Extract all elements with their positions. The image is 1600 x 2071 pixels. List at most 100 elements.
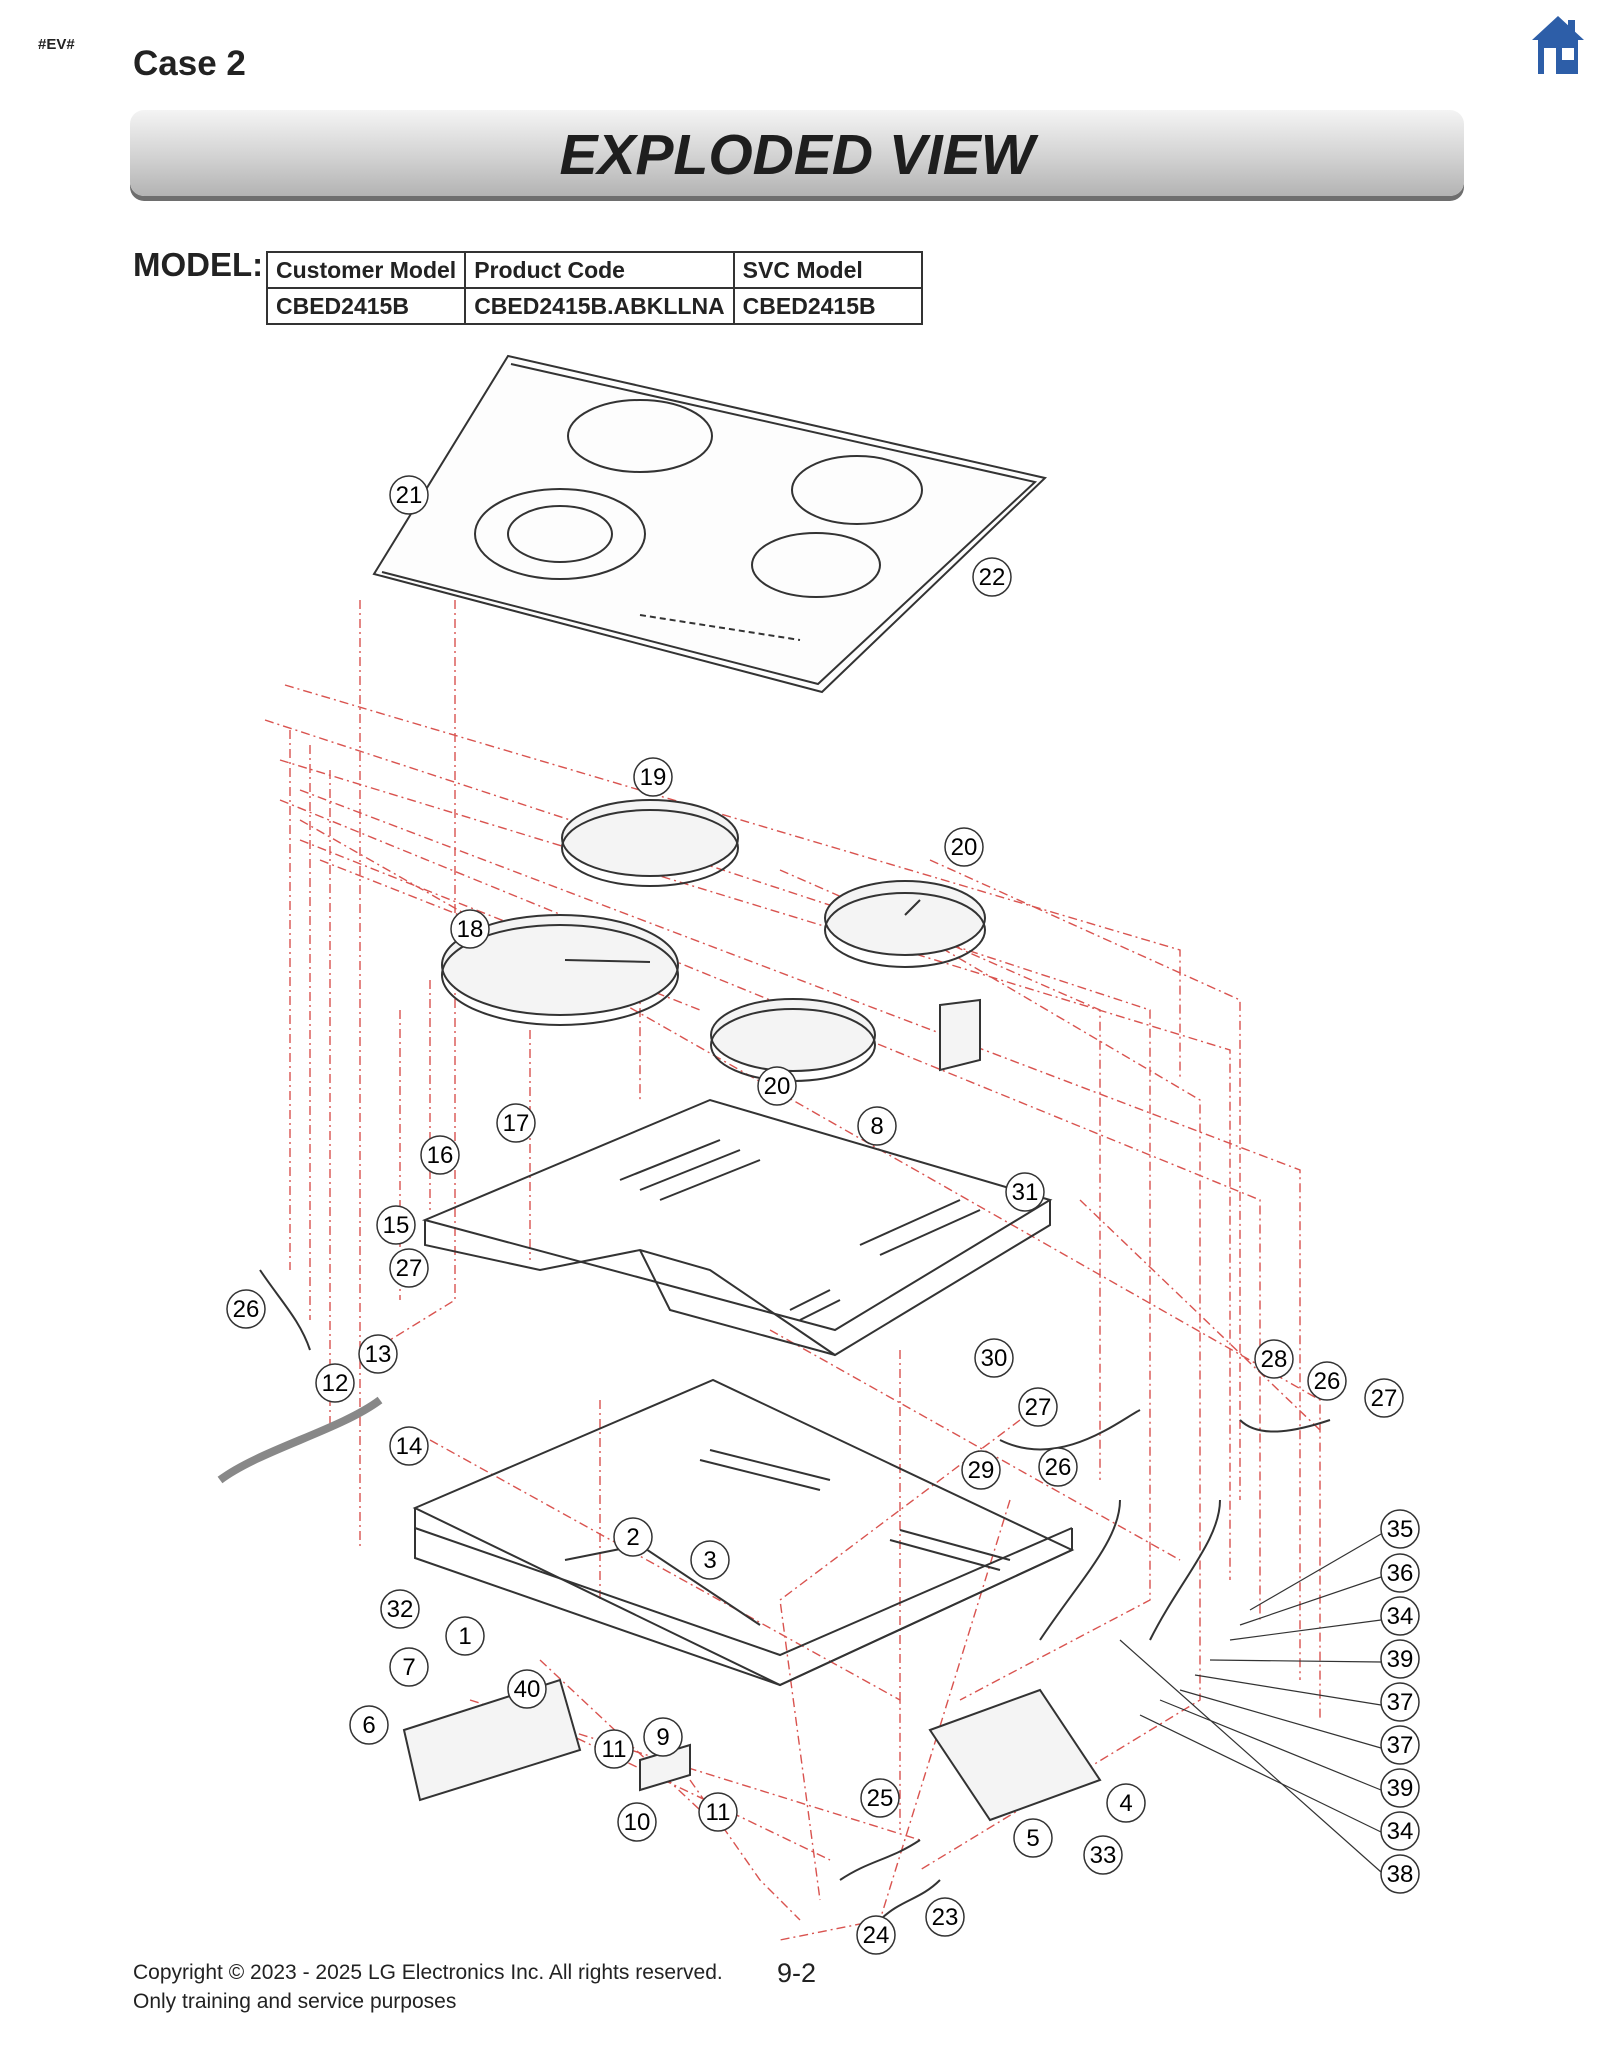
svg-text:30: 30 [981, 1345, 1008, 1372]
callout-bubble: 1 [445, 1616, 485, 1656]
svg-text:37: 37 [1387, 1732, 1414, 1759]
model-table-row: CBED2415B CBED2415B.ABKLLNA CBED2415B [265, 287, 923, 325]
svg-text:12: 12 [322, 1370, 349, 1397]
burner-ring-icon [567, 399, 713, 473]
svg-text:35: 35 [1387, 1516, 1414, 1543]
svg-text:1: 1 [458, 1623, 471, 1650]
callout-bubble: 5 [1013, 1818, 1053, 1858]
harness-and-board [217, 998, 1331, 1921]
svg-text:38: 38 [1387, 1861, 1414, 1888]
callout-bubble: 15 [376, 1205, 416, 1245]
title-banner: EXPLODED VIEW [130, 110, 1464, 196]
callout-bubble: 32 [380, 1589, 420, 1629]
table-header-cell: SVC Model [732, 251, 923, 289]
callout-bubble: 8 [857, 1106, 897, 1146]
callout-bubble: 36 [1380, 1553, 1420, 1593]
leader-lines [1119, 1533, 1382, 1873]
page-number: 9-2 [777, 1958, 817, 1988]
home-icon[interactable] [1530, 14, 1586, 76]
callout-bubble: 9 [643, 1717, 683, 1757]
svg-text:6: 6 [362, 1712, 375, 1739]
svg-text:11: 11 [706, 1799, 731, 1826]
callout-bubble: 29 [961, 1450, 1001, 1490]
svg-text:19: 19 [640, 764, 667, 791]
svg-text:2: 2 [626, 1524, 639, 1551]
svg-text:10: 10 [624, 1809, 651, 1836]
callout-bubble: 13 [358, 1334, 398, 1374]
svg-text:5: 5 [1026, 1825, 1039, 1852]
callout-bubble: 3 [690, 1540, 730, 1580]
svg-text:24: 24 [863, 1922, 890, 1949]
callout-bubble: 21 [389, 475, 429, 515]
callout-bubble: 37 [1380, 1682, 1420, 1722]
callout-bubble: 4 [1106, 1783, 1146, 1823]
callout-bubble: 31 [1005, 1172, 1045, 1212]
svg-text:17: 17 [503, 1110, 530, 1137]
table-cell: CBED2415B.ABKLLNA [464, 287, 735, 325]
callout-bubble: 39 [1380, 1768, 1420, 1808]
svg-text:16: 16 [427, 1142, 454, 1169]
callout-bubble: 38 [1380, 1854, 1420, 1894]
model-table: Customer Model Product Code SVC Model CB… [265, 251, 923, 325]
svg-text:26: 26 [1045, 1454, 1072, 1481]
usage-note: Only training and service purposes [133, 1990, 457, 2013]
table-cell: CBED2415B [265, 287, 467, 325]
heating-elements [441, 799, 986, 1082]
svg-text:37: 37 [1387, 1689, 1414, 1716]
callout-bubble: 25 [860, 1778, 900, 1818]
svg-text:27: 27 [1025, 1394, 1052, 1421]
callout-bubble: 27 [1018, 1387, 1058, 1427]
callout-bubble: 20 [944, 827, 984, 867]
table-header-cell: Customer Model [265, 251, 467, 289]
svg-text:26: 26 [1314, 1368, 1341, 1395]
callout-bubble: 30 [974, 1338, 1014, 1378]
callout-bubble: 23 [925, 1897, 965, 1937]
callout-bubble: 26 [1038, 1447, 1078, 1487]
svg-text:14: 14 [396, 1433, 423, 1460]
svg-text:33: 33 [1090, 1842, 1117, 1869]
svg-text:27: 27 [1371, 1385, 1398, 1412]
svg-text:40: 40 [514, 1676, 541, 1703]
callout-bubble: 14 [389, 1426, 429, 1466]
model-label: MODEL: [133, 246, 264, 283]
callout-bubble: 18 [450, 909, 490, 949]
callout-bubble: 34 [1380, 1811, 1420, 1851]
callout-bubble: 20 [757, 1066, 797, 1106]
callout-bubble: 17 [496, 1103, 536, 1143]
svg-text:8: 8 [870, 1113, 883, 1140]
callout-bubble: 24 [856, 1915, 896, 1955]
svg-text:22: 22 [979, 564, 1006, 591]
svg-text:36: 36 [1387, 1560, 1414, 1587]
svg-text:7: 7 [402, 1654, 415, 1681]
svg-text:34: 34 [1387, 1603, 1414, 1630]
callout-bubble: 26 [226, 1289, 266, 1329]
callout-bubble: 7 [389, 1647, 429, 1687]
callout-bubble: 6 [349, 1705, 389, 1745]
svg-text:29: 29 [968, 1457, 995, 1484]
svg-text:3: 3 [703, 1547, 716, 1574]
page-tag: #EV# [38, 36, 75, 53]
callout-bubble: 27 [1364, 1378, 1404, 1418]
svg-text:39: 39 [1387, 1775, 1414, 1802]
model-table-header: Customer Model Product Code SVC Model [265, 251, 923, 289]
callout-bubble: 26 [1307, 1361, 1347, 1401]
callout-bubble: 39 [1380, 1639, 1420, 1679]
callout-bubble: 11 [698, 1792, 738, 1832]
svg-text:25: 25 [867, 1785, 894, 1812]
table-header-cell: Product Code [464, 251, 735, 289]
callout-bubble: 11 [594, 1729, 634, 1769]
svg-text:15: 15 [383, 1212, 410, 1239]
footer: Copyright © 2023 - 2025 LG Electronics I… [133, 1958, 723, 2016]
cooktop-glass [372, 354, 1048, 694]
case-title: Case 2 [133, 44, 246, 83]
callout-bubble: 16 [420, 1135, 460, 1175]
burner-ring-icon [791, 455, 923, 525]
svg-text:26: 26 [233, 1296, 260, 1323]
callout-bubble: 40 [507, 1669, 547, 1709]
callouts: 21 22 19 20 18 20 17 16 8 31 15 27 26 13… [226, 475, 1420, 1955]
lower-housing [412, 1378, 1075, 1687]
callout-bubble: 12 [315, 1363, 355, 1403]
svg-text:4: 4 [1119, 1790, 1132, 1817]
svg-text:18: 18 [457, 916, 484, 943]
